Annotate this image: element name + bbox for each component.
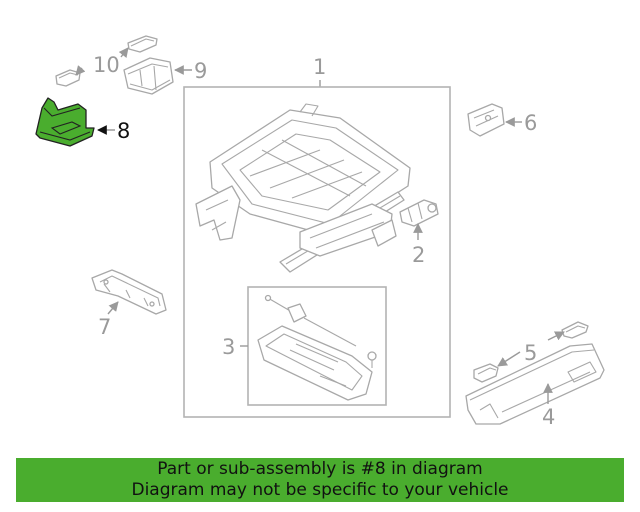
banner-line-1: Part or sub-assembly is #8 in diagram [157,459,483,479]
callout-8: 8 [117,119,130,143]
part-9-track-cover[interactable] [123,57,174,95]
callout-7: 7 [98,315,111,339]
part-6-bracket[interactable] [467,103,505,137]
part-10-clip[interactable] [55,35,158,87]
callout-5: 5 [524,341,537,365]
callout-4: 4 [542,405,555,429]
part-1-seat-frame[interactable] [195,103,411,273]
part-8-cover-highlighted[interactable] [35,97,95,147]
leader-5b [547,331,565,341]
info-banner: Part or sub-assembly is #8 in diagram Di… [16,458,624,502]
part-7-rail[interactable] [91,269,167,315]
part-2-motor[interactable] [399,199,439,227]
part-3-adjuster[interactable] [257,294,377,401]
callout-10: 10 [93,53,120,77]
part-5-clip[interactable] [473,321,589,383]
assembly-1-frame [183,86,451,418]
callout-6: 6 [524,111,537,135]
leader-5 [497,351,521,367]
callout-1: 1 [313,55,326,79]
callout-9: 9 [194,59,207,83]
callout-3: 3 [222,335,235,359]
banner-line-2: Diagram may not be specific to your vehi… [131,480,509,500]
leader-10 [118,47,129,58]
leader-7 [107,301,119,315]
part-4-track-cover[interactable] [465,343,605,425]
callout-2: 2 [412,243,425,267]
leader-10b [75,65,86,76]
